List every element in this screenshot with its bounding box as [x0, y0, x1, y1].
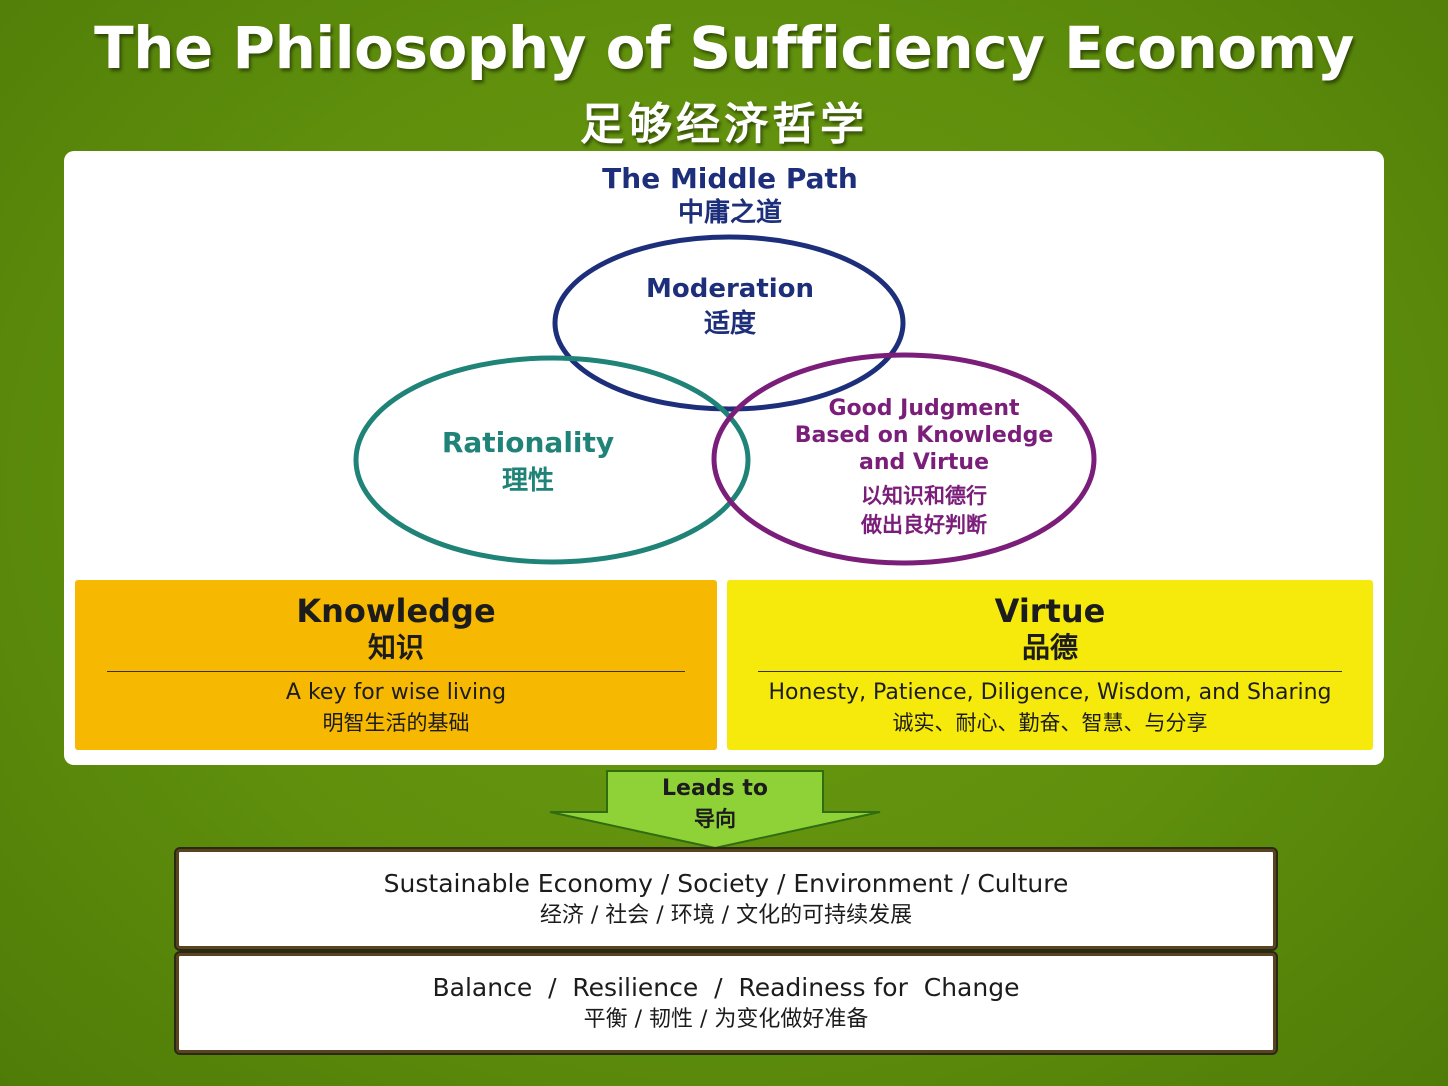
- virtue-desc-zh: 诚实、耐心、勤奋、智慧、与分享: [892, 711, 1208, 735]
- rationality-label-en: Rationality: [441, 426, 615, 459]
- outcome-sustainability-en: Sustainable Economy / Society / Environm…: [383, 869, 1069, 898]
- middle-path-en: The Middle Path: [602, 162, 858, 195]
- virtue-title-zh: 品德: [1021, 631, 1078, 664]
- moderation-label-en: Moderation: [645, 274, 815, 304]
- leads-to-en: Leads to: [662, 776, 768, 801]
- virtue-title-en: Virtue: [994, 592, 1106, 630]
- leads-to-label: Leads to 导向: [615, 774, 815, 834]
- moderation-circle: [552, 234, 906, 412]
- virtue-divider: [758, 671, 1342, 672]
- rationality-label: Rationality 理性: [400, 425, 656, 501]
- page-title-chinese: 足够经济哲学: [580, 99, 868, 150]
- page-title: The Philosophy of Sufficiency Economy: [94, 14, 1354, 82]
- judgment-label: Good Judgment Based on Knowledge and Vir…: [774, 395, 1074, 540]
- virtue-desc-en: Honesty, Patience, Diligence, Wisdom, an…: [768, 680, 1332, 705]
- knowledge-box: Knowledge 知识 A key for wise living 明智生活的…: [75, 580, 717, 750]
- knowledge-divider: [107, 671, 685, 672]
- moderation-label-zh: 适度: [703, 309, 756, 339]
- judgment-label-zh-1: 以知识和德行: [861, 484, 987, 508]
- outcome-sustainability: Sustainable Economy / Society / Environm…: [176, 849, 1276, 949]
- moderation-label: Moderation 适度: [600, 272, 860, 342]
- knowledge-title-en: Knowledge: [296, 592, 496, 630]
- virtue-box: Virtue 品德 Honesty, Patience, Diligence, …: [727, 580, 1373, 750]
- leads-to-arrow: [549, 770, 881, 850]
- knowledge-title-zh: 知识: [367, 631, 424, 664]
- middle-path-heading: The Middle Path 中庸之道: [530, 162, 930, 230]
- outcome-balance-en: Balance / Resilience / Readiness for Cha…: [432, 973, 1020, 1002]
- judgment-label-en-2: Based on Knowledge: [794, 423, 1054, 448]
- judgment-label-en-1: Good Judgment: [828, 396, 1020, 421]
- outcome-balance: Balance / Resilience / Readiness for Cha…: [176, 953, 1276, 1053]
- judgment-label-en-3: and Virtue: [858, 450, 990, 475]
- knowledge-desc-en: A key for wise living: [285, 680, 507, 705]
- rationality-circle: [353, 355, 751, 565]
- judgment-label-zh-2: 做出良好判断: [861, 513, 987, 537]
- outcome-balance-zh: 平衡 / 韧性 / 为变化做好准备: [583, 1007, 869, 1032]
- knowledge-desc-zh: 明智生活的基础: [322, 711, 470, 735]
- rationality-label-zh: 理性: [501, 466, 554, 496]
- leads-to-zh: 导向: [694, 807, 736, 831]
- judgment-circle: [711, 352, 1097, 566]
- middle-path-zh: 中庸之道: [677, 198, 782, 228]
- outcome-sustainability-zh: 经济 / 社会 / 环境 / 文化的可持续发展: [539, 903, 913, 928]
